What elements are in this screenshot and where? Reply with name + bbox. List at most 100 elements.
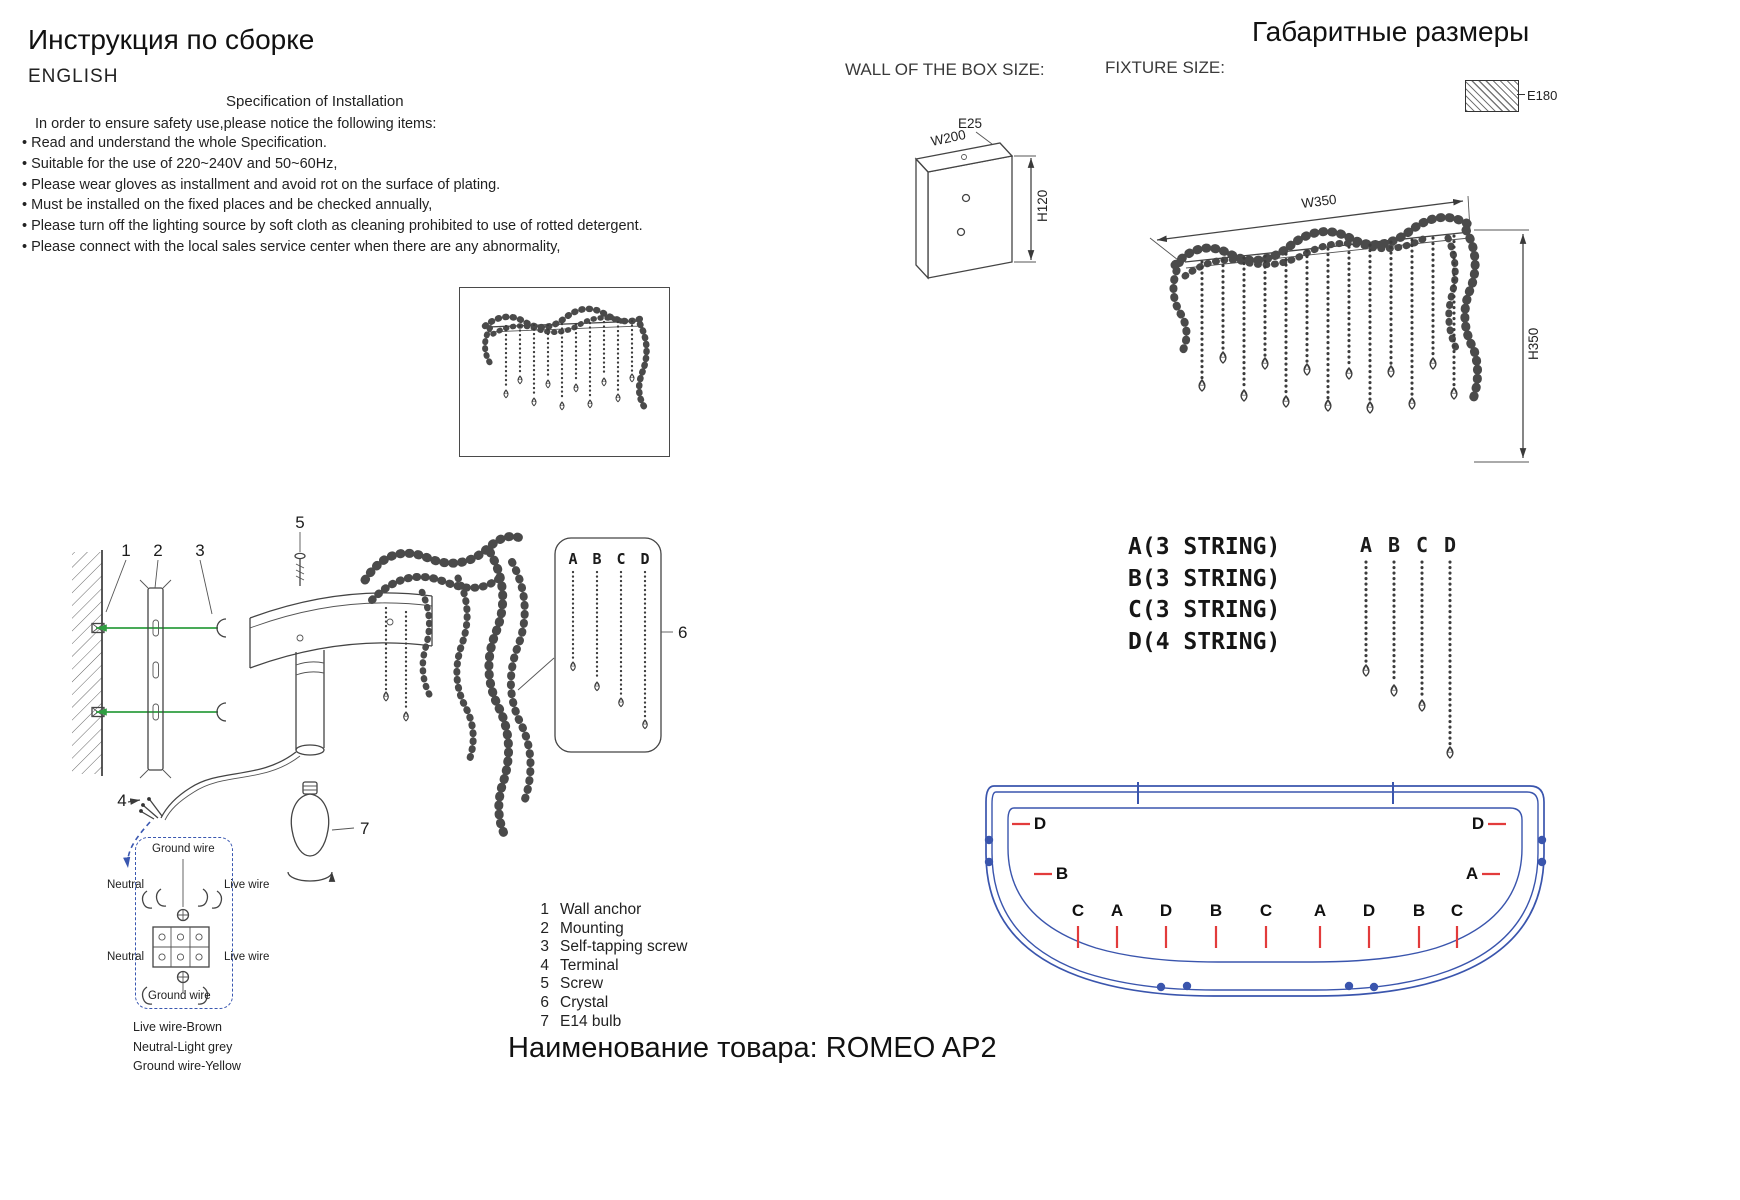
wiring-drawing <box>141 859 223 1005</box>
self-tapping-screw-drawing <box>216 618 227 722</box>
callout-2: 2 <box>153 541 162 560</box>
part-name: Mounting <box>560 919 624 937</box>
spec-item: • Please connect with the local sales se… <box>22 238 561 255</box>
part-name: Self-tapping screw <box>560 938 688 956</box>
live-top-label: Live wire <box>224 879 270 891</box>
parts-row: 3 Self-tapping screw <box>535 938 688 957</box>
page-title-ru-right: Габаритные размеры <box>1252 16 1530 47</box>
plan-letters: D D B A C A D B C A D B C <box>1012 814 1506 948</box>
lamp-thumbnail-drawing <box>481 305 650 412</box>
callout-4: 4 <box>117 791 126 810</box>
detail-leader-line <box>517 657 555 691</box>
wiring-dashed-box <box>135 837 233 1009</box>
plan-outlines <box>984 782 1547 997</box>
wall-box-drawing: E25 W200 H120 <box>914 116 1050 280</box>
fixture-lamp-drawing <box>1169 212 1482 414</box>
plan-letter: A <box>1111 901 1123 920</box>
spec-item: • Suitable for the use of 220~240V and 5… <box>22 155 338 172</box>
wall-hatching <box>72 550 103 776</box>
legend-col-d: D <box>1444 533 1456 557</box>
string-legend-text: A(3 STRING) B(3 STRING) C(3 STRING) D(4 … <box>1128 532 1280 658</box>
legend-col-c: C <box>1416 533 1428 557</box>
dim-h350: H350 <box>1526 328 1541 360</box>
neutral-top-label: Neutral <box>107 879 145 891</box>
dim-e25: E25 <box>958 116 982 131</box>
wire-color-ground: Ground wire-Yellow <box>133 1059 241 1073</box>
depth-hatch-swatch <box>1465 80 1519 112</box>
part-name: Terminal <box>560 956 619 974</box>
bulb-drawing: 7 <box>287 781 369 882</box>
e180-leader-line <box>1517 94 1525 95</box>
wire-terminal-drawing: 4 <box>117 751 301 869</box>
ground-wire-bottom-label: Ground wire <box>148 990 211 1002</box>
lamp-thumbnail-box <box>459 287 670 457</box>
string-legend-drawing: A B C D <box>1360 533 1456 759</box>
e180-label: E180 <box>1527 88 1558 103</box>
spec-item: • Please turn off the lighting source by… <box>22 218 643 235</box>
parts-row: 5 Screw <box>535 975 688 994</box>
lamp-body-drawing <box>249 592 433 756</box>
legend-row-a: A(3 STRING) <box>1128 534 1281 560</box>
parts-row: 7 E14 bulb <box>535 1013 688 1032</box>
page-title-ru: Инструкция по сборке <box>28 24 315 55</box>
part-number: 7 <box>540 1012 549 1030</box>
plan-letter: C <box>1451 901 1463 920</box>
plan-letter: B <box>1210 901 1222 920</box>
screw-5-drawing: 5 <box>294 513 306 586</box>
part-number: 2 <box>540 919 549 937</box>
wiring-detail-pointer <box>123 821 151 869</box>
detail-col-d: D <box>640 550 649 568</box>
dim-w200: W200 <box>930 127 968 149</box>
plan-letter: D <box>1363 901 1375 920</box>
callout-5: 5 <box>295 513 304 532</box>
part-number: 3 <box>540 938 549 956</box>
plan-letter: D <box>1034 814 1046 833</box>
plan-letter: A <box>1466 864 1478 883</box>
spec-item: • Read and understand the whole Specific… <box>22 135 327 151</box>
parts-row: 2 Mounting <box>535 920 688 939</box>
part-name: Screw <box>560 975 604 993</box>
fixture-plan-view: D D B A C A D B C A D B C <box>984 782 1547 997</box>
legend-row-b: B(3 STRING) <box>1128 565 1281 592</box>
plan-letter: C <box>1260 901 1272 920</box>
callout-3: 3 <box>195 541 204 560</box>
legend-row-d: D(4 STRING) <box>1128 628 1281 655</box>
plan-letter: D <box>1472 814 1484 833</box>
spec-heading: Specification of Installation <box>226 93 404 110</box>
part-name: E14 bulb <box>560 1012 622 1030</box>
plan-letter: A <box>1314 901 1326 920</box>
wall-box-size-heading: WALL OF THE BOX SIZE: <box>845 60 1045 79</box>
plan-letter: D <box>1160 901 1172 920</box>
dim-h120: H120 <box>1035 190 1050 222</box>
wiring-detail: Ground wire Neutral Live wire Neutral Li… <box>95 835 305 1020</box>
wire-color-neutral: Neutral-Light grey <box>133 1039 233 1054</box>
crystal-garland-drawing <box>360 531 535 843</box>
callout-1: 1 <box>121 541 130 560</box>
neutral-bottom-label: Neutral <box>107 951 145 963</box>
callout-7: 7 <box>360 819 369 838</box>
part-number: 5 <box>540 975 549 993</box>
crystal-detail-box: A B C D 6 <box>554 537 687 753</box>
callouts-123: 1 2 3 <box>105 541 213 615</box>
detail-col-b: B <box>592 550 601 568</box>
detail-col-a: A <box>568 550 577 568</box>
legend-row-c: C(3 STRING) <box>1128 597 1281 623</box>
language-heading: ENGLISH <box>28 66 119 87</box>
part-number: 6 <box>540 993 549 1011</box>
spec-intro: In order to ensure safety use,please not… <box>35 116 437 132</box>
screw-axis-lines <box>96 624 218 716</box>
plan-letter: B <box>1413 901 1425 920</box>
plan-letter: B <box>1056 864 1068 883</box>
mounting-bracket-drawing <box>139 579 172 779</box>
box-dimensions: E25 W200 H120 <box>930 116 1050 263</box>
wire-color-notes: Live wire-Brown Neutral-Light grey Groun… <box>133 1018 241 1077</box>
live-bottom-label: Live wire <box>224 951 270 963</box>
legend-col-b: B <box>1388 533 1400 557</box>
ground-wire-top-label: Ground wire <box>152 843 215 855</box>
plan-letter: C <box>1072 901 1084 920</box>
